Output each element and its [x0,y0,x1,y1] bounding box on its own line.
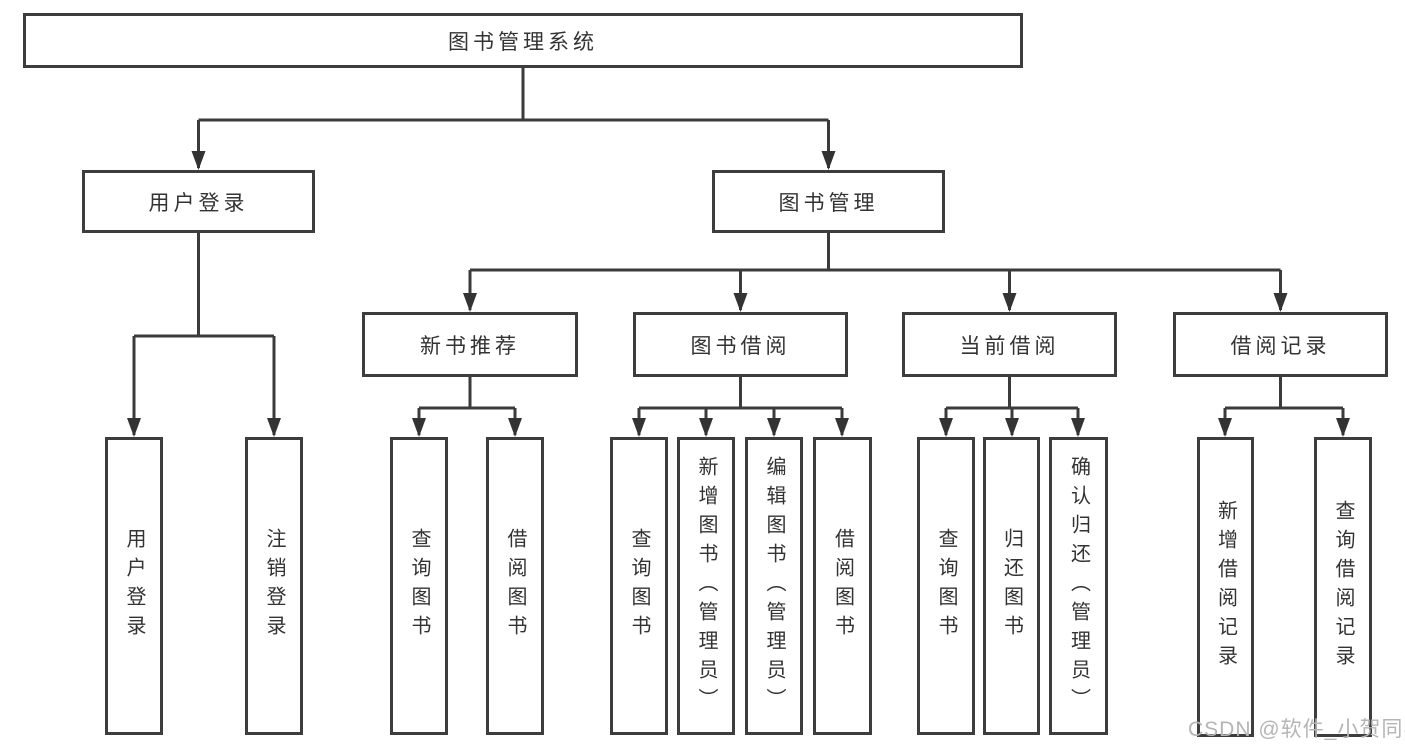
leaf-borrow-books-borrowing: 借阅图书 [813,437,872,735]
arrowhead-confirm-return-admin [1071,418,1085,437]
connector-root-to-level2 [197,68,830,168]
node-book-management: 图书管理 [712,170,945,233]
leaf-return-books: 归还图书 [983,437,1040,735]
arrowhead-edit-books-admin [767,418,781,437]
arrowhead-book-borrowing [733,293,748,312]
node-borrowing-records: 借阅记录 [1173,312,1388,377]
leaf-borrow-books-newrec: 借阅图书 [486,437,544,735]
connector-book-borrowing-children [637,377,844,435]
arrowhead-add-borrow-record [1218,418,1232,437]
arrowhead-borrow-books-newrec [508,418,522,437]
leaf-query-books-borrowing: 查询图书 [610,437,668,735]
arrowhead-query-books-current [939,418,953,437]
leaf-query-books-current: 查询图书 [917,437,975,735]
connector-user-login-children [132,233,276,435]
arrowhead-book-management [821,151,836,170]
arrowhead-query-books-newrec [412,418,426,437]
arrowhead-leaf-user-login [127,418,141,437]
arrowhead-borrowing-records [1273,293,1288,312]
arrowhead-user-login [191,151,206,170]
leaf-user-login: 用户登录 [105,437,163,735]
node-user-login: 用户登录 [82,170,315,233]
connector-book-management-children [468,233,1282,310]
arrowhead-current-borrowing [1002,293,1017,312]
leaf-confirm-return-admin: 确认归还（管理员） [1049,437,1108,735]
connector-new-book-recommendation-children [417,377,517,435]
arrowhead-query-books-borrowing [632,418,646,437]
watermark: CSDN @软件_小贺同学 [1188,718,1405,741]
node-new-book-recommendation: 新书推荐 [362,312,578,377]
leaf-add-books-admin: 新增图书（管理员） [677,437,735,735]
node-book-borrowing: 图书借阅 [633,312,848,377]
leaf-edit-books-admin: 编辑图书（管理员） [745,437,803,735]
leaf-logout: 注销登录 [245,437,303,735]
leaf-add-borrow-record: 新增借阅记录 [1197,437,1254,737]
leaf-query-borrow-record: 查询借阅记录 [1314,437,1372,737]
arrowhead-leaf-logout [267,418,281,437]
arrowhead-new-book-recommendation [463,293,477,312]
node-current-borrowing: 当前借阅 [902,312,1117,377]
node-library-management-system: 图书管理系统 [23,13,1023,68]
arrowhead-query-borrow-record [1336,418,1350,437]
arrowhead-borrow-books-borrowing [835,418,849,437]
leaf-query-books-newrec: 查询图书 [390,437,448,735]
arrowhead-return-books [1005,418,1019,437]
arrowhead-add-books-admin [699,418,713,437]
connector-borrowing-records-children [1223,377,1345,435]
